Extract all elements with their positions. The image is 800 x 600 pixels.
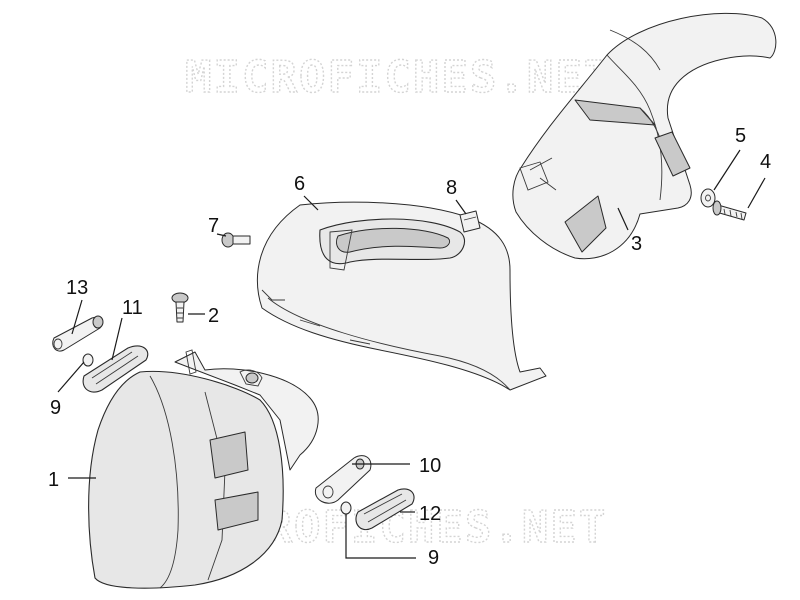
leader-5 [713,149,741,191]
callout-labels: 1 2 3 4 5 6 7 8 9 9 10 11 12 13 [48,125,771,569]
rear-mudguard [512,12,777,260]
callout-1: 1 [48,469,59,491]
callout-5: 5 [735,125,746,147]
bracket-13 [52,315,104,352]
screw-4 [712,200,747,221]
leader-6 [303,195,319,211]
leader-9-left [57,361,85,393]
reflector-11 [82,345,149,393]
leader-4 [747,177,766,209]
callout-12: 12 [419,503,441,525]
screw-2 [171,292,189,323]
reflector-12 [355,488,415,530]
callout-9-right: 9 [428,547,439,569]
callout-10: 10 [419,455,441,477]
bracket-10 [314,455,372,504]
leader-11 [111,317,123,361]
callout-6: 6 [294,173,305,195]
leader-7 [216,233,227,237]
leader-lines [57,149,766,559]
washer-9-left [82,353,94,367]
clip-nut-8 [459,210,481,233]
callout-4: 4 [760,151,771,173]
callout-13: 13 [66,277,88,299]
leader-3 [617,207,629,231]
callout-8: 8 [446,177,457,199]
callout-9-left: 9 [50,397,61,419]
washer-5 [700,188,716,208]
leader-9-right [345,514,416,559]
leader-8 [455,199,467,215]
callout-2: 2 [208,305,219,327]
watermark-top: MICROFICHES.NET [185,52,612,103]
leader-13 [71,299,83,335]
bolt-7 [221,232,251,248]
callout-11: 11 [122,297,143,319]
callout-7: 7 [208,215,219,237]
callout-3: 3 [631,233,642,255]
front-mudguard [88,349,319,589]
washer-9-right [340,501,352,515]
inner-cover [257,201,547,391]
